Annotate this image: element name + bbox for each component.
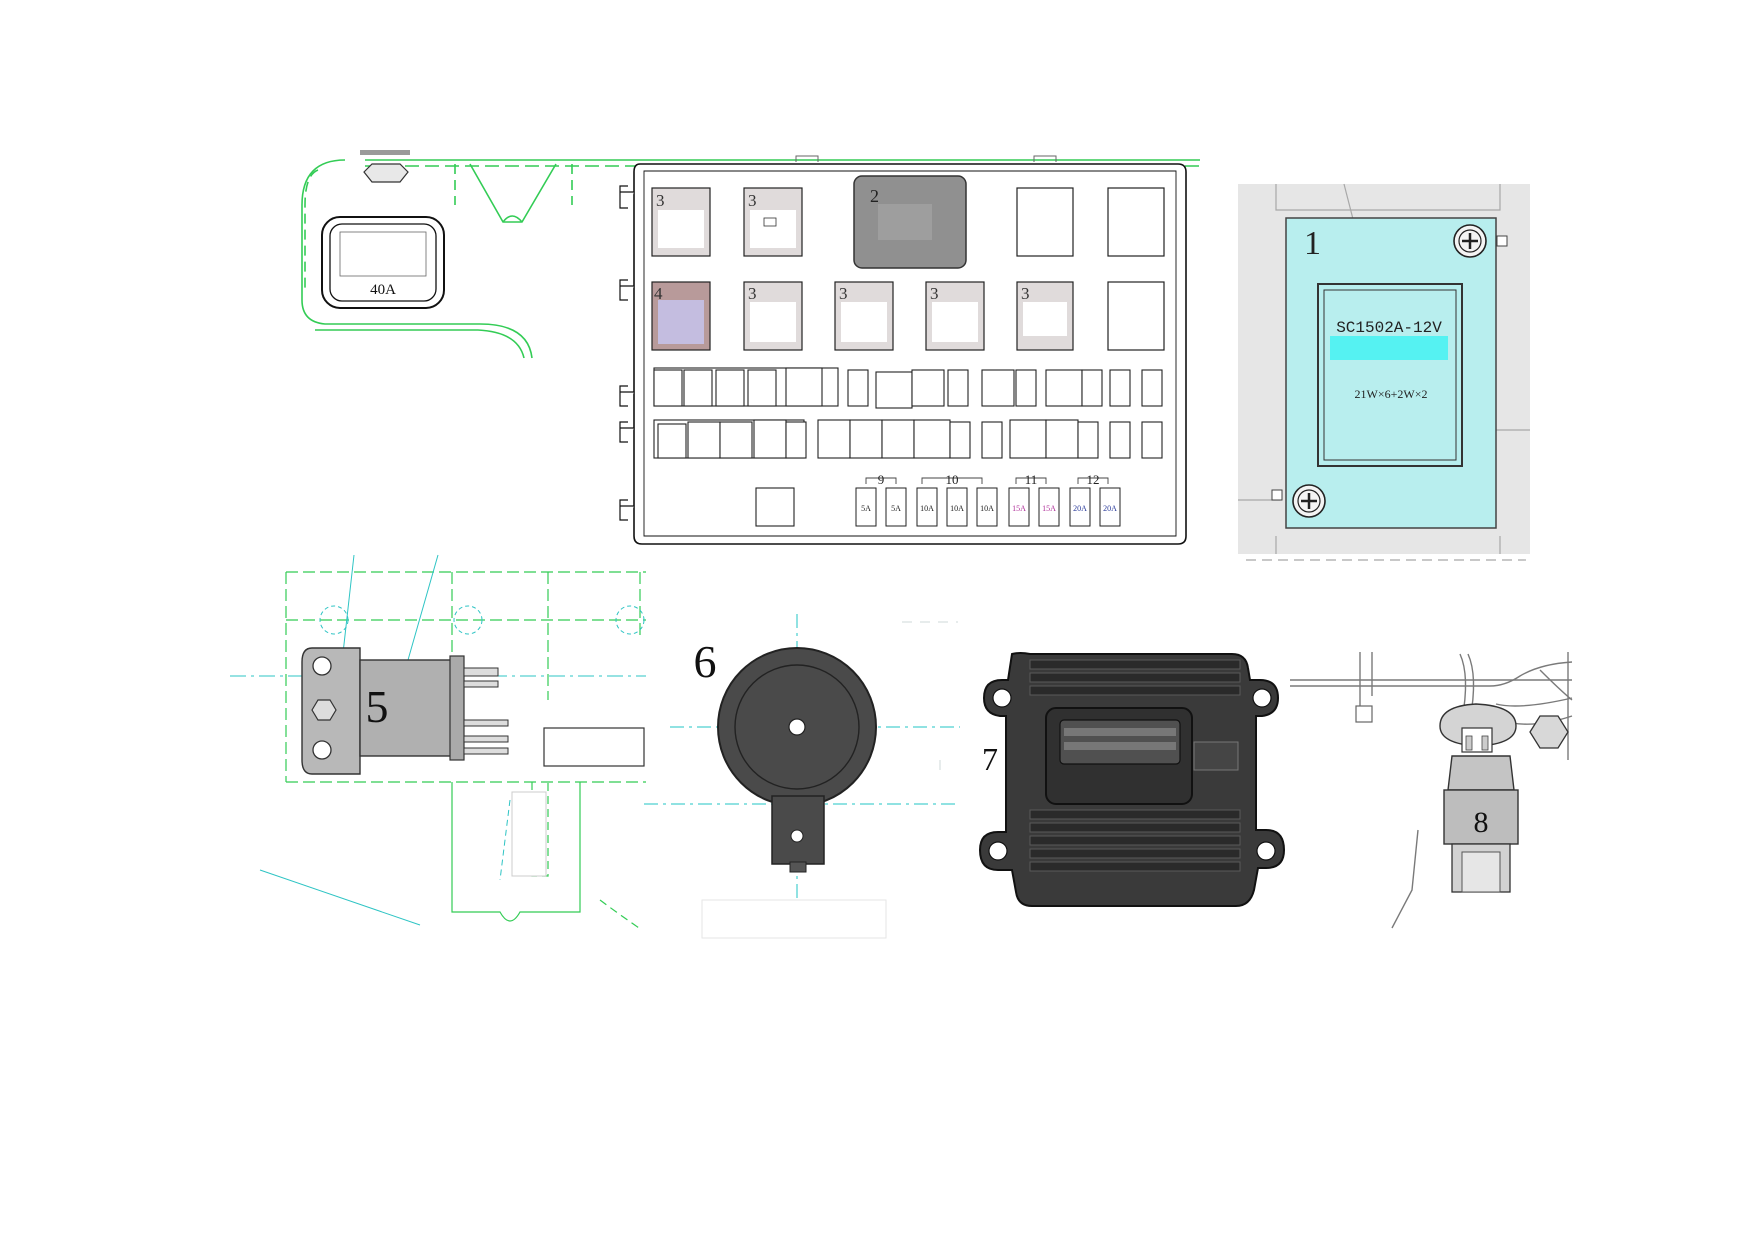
flasher-rating: 21W×6+2W×2 — [1355, 387, 1428, 401]
relay-2-label: 2 — [870, 186, 879, 206]
fuse-box-mounting-tabs — [619, 185, 634, 521]
relay-4-label: 4 — [654, 284, 663, 303]
main-fuse-label: 40A — [370, 282, 396, 298]
buzzer-component: 6 — [644, 614, 960, 939]
bolt-icon — [311, 699, 337, 721]
bolt-icon — [1529, 715, 1569, 749]
relay-3b-label: 3 — [748, 191, 757, 210]
ecu-number: 7 — [982, 741, 998, 777]
fuse-group-10: 10 — [946, 472, 959, 487]
ecu-component: 7 — [978, 652, 1286, 907]
fuse-group-9: 9 — [878, 472, 885, 487]
fuse-group-12: 12 — [1087, 472, 1100, 487]
flasher-label-plate — [1317, 283, 1463, 467]
sensor-component: 8 — [1290, 652, 1573, 929]
fuse-20a-2: 20A — [1103, 504, 1117, 513]
relay-row-top: 3 3 2 — [651, 175, 1165, 269]
relay-row-middle: 4 3 3 3 3 — [651, 281, 1165, 351]
relay-3f-label: 3 — [1021, 284, 1030, 303]
fuse-10a-1: 10A — [920, 504, 934, 513]
mini-fuses: 9 10 11 12 5A 5A 10A 10A 10A 15A 15A 20A… — [855, 472, 1121, 527]
relay-3c-label: 3 — [748, 284, 757, 303]
fuse-20a-1: 20A — [1073, 504, 1087, 513]
fuse-10a-2: 10A — [950, 504, 964, 513]
flasher-model: SC1502A-12V — [1336, 319, 1442, 337]
main-fuse-inner — [329, 223, 437, 302]
screw-icon — [1453, 224, 1508, 258]
fuse-5a-2: 5A — [891, 504, 901, 513]
screw-icon — [1292, 484, 1326, 518]
sensor-hex — [1447, 755, 1515, 791]
fuse-10a-3: 10A — [980, 504, 994, 513]
sensor-body — [1443, 789, 1519, 845]
main-fuse-panel: 40A — [301, 150, 1200, 359]
fuse-slot-rows — [653, 367, 1163, 527]
relay-component: 5 — [230, 554, 646, 931]
sensor-number: 8 — [1474, 806, 1489, 839]
flasher-unit: 1 SC1502A-12V 21W×6+2W×2 — [1238, 183, 1530, 561]
bolt-icon — [363, 163, 409, 183]
nut-base — [360, 150, 410, 155]
flasher-highlight — [1330, 336, 1448, 360]
relay-number: 5 — [366, 681, 389, 732]
fuse-15a-1: 15A — [1012, 504, 1026, 513]
relay-housing — [359, 659, 461, 757]
fuse-15a-2: 15A — [1042, 504, 1056, 513]
fuse-group-11: 11 — [1025, 472, 1038, 487]
fuse-box: 3 3 2 4 3 3 3 3 — [619, 155, 1187, 545]
ecu-cooling-fins — [1029, 659, 1241, 872]
flasher-number: 1 — [1304, 225, 1321, 262]
buzzer-number: 6 — [694, 636, 717, 687]
fuse-5a-1: 5A — [861, 504, 871, 513]
relay-3e-label: 3 — [930, 284, 939, 303]
relay-3a-label: 3 — [656, 191, 665, 210]
relay-3d-label: 3 — [839, 284, 848, 303]
